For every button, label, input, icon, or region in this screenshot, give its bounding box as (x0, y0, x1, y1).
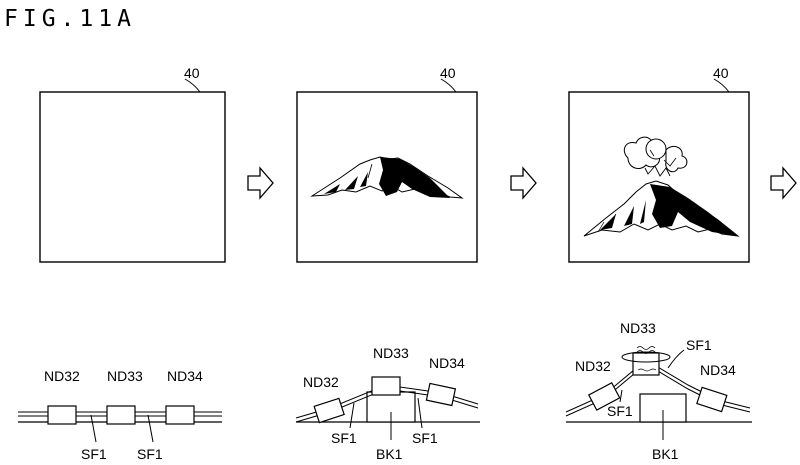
arrow-right-icon (510, 166, 537, 200)
node-label-nd32: ND32 (303, 374, 339, 390)
spring-label-sf1: SF1 (686, 337, 712, 353)
node-nd34 (425, 382, 457, 407)
panel-2-ref: 40 (440, 65, 456, 81)
spring-label-sf1: SF1 (137, 446, 163, 462)
spring-label-sf1: SF1 (412, 430, 438, 446)
figure-title: FIG.11A (4, 6, 136, 32)
block-label-bk1: BK1 (652, 446, 679, 462)
arrow-right-icon (247, 166, 274, 200)
node-nd32 (587, 382, 621, 411)
panel-1: 40 (39, 65, 226, 263)
mountain-illustration (310, 156, 464, 199)
panel-1-frame (39, 91, 226, 263)
node-nd33 (632, 352, 660, 376)
node-label-nd33: ND33 (107, 368, 143, 384)
node-diagram-3: ND32 ND33 ND34 SF1 SF1 BK1 (565, 320, 752, 462)
node-diagram-2: ND32 ND33 ND34 SF1 SF1 BK1 (295, 345, 480, 462)
panel-3: 40 (568, 65, 750, 263)
node-label-nd32: ND32 (44, 368, 80, 384)
spring-label-sf1: SF1 (81, 446, 107, 462)
leader-line (90, 414, 97, 443)
leader-line (417, 397, 423, 429)
eruption-ring (621, 351, 671, 363)
volcano-illustration (583, 136, 740, 237)
node-label-nd33: ND33 (373, 345, 409, 361)
node-label-nd34: ND34 (167, 368, 203, 384)
arrow-right-icon (770, 166, 797, 200)
leader-line (349, 402, 355, 429)
leader-line (619, 389, 623, 403)
node-nd34 (696, 386, 728, 413)
panel-3-ref: 40 (713, 65, 729, 81)
node-label-nd33: ND33 (620, 320, 656, 336)
panel-3-leader-line (713, 78, 730, 93)
node-label-nd32: ND32 (575, 358, 611, 374)
spring-label-sf1: SF1 (607, 403, 633, 419)
panel-2: 40 (296, 65, 478, 263)
spring-label-sf1: SF1 (331, 430, 357, 446)
node-nd33 (371, 376, 401, 396)
panel-3-frame (568, 91, 750, 263)
node-diagram-1: ND32 ND33 ND34 SF1 SF1 (18, 368, 222, 462)
node-label-nd34: ND34 (700, 362, 736, 378)
panel-1-ref: 40 (184, 65, 200, 81)
leader-line (667, 349, 685, 369)
node-nd34 (165, 405, 195, 425)
panel-2-leader-line (440, 78, 457, 93)
node-nd33 (106, 405, 136, 425)
node-nd32 (313, 397, 345, 424)
node-label-nd34: ND34 (429, 355, 465, 371)
node-nd32 (47, 405, 77, 425)
eruption-wave-icon (637, 368, 657, 372)
eruption-wave-icon (636, 346, 656, 354)
panel-1-leader-line (184, 78, 201, 93)
block-label-bk1: BK1 (376, 446, 403, 462)
leader-line (147, 414, 154, 443)
